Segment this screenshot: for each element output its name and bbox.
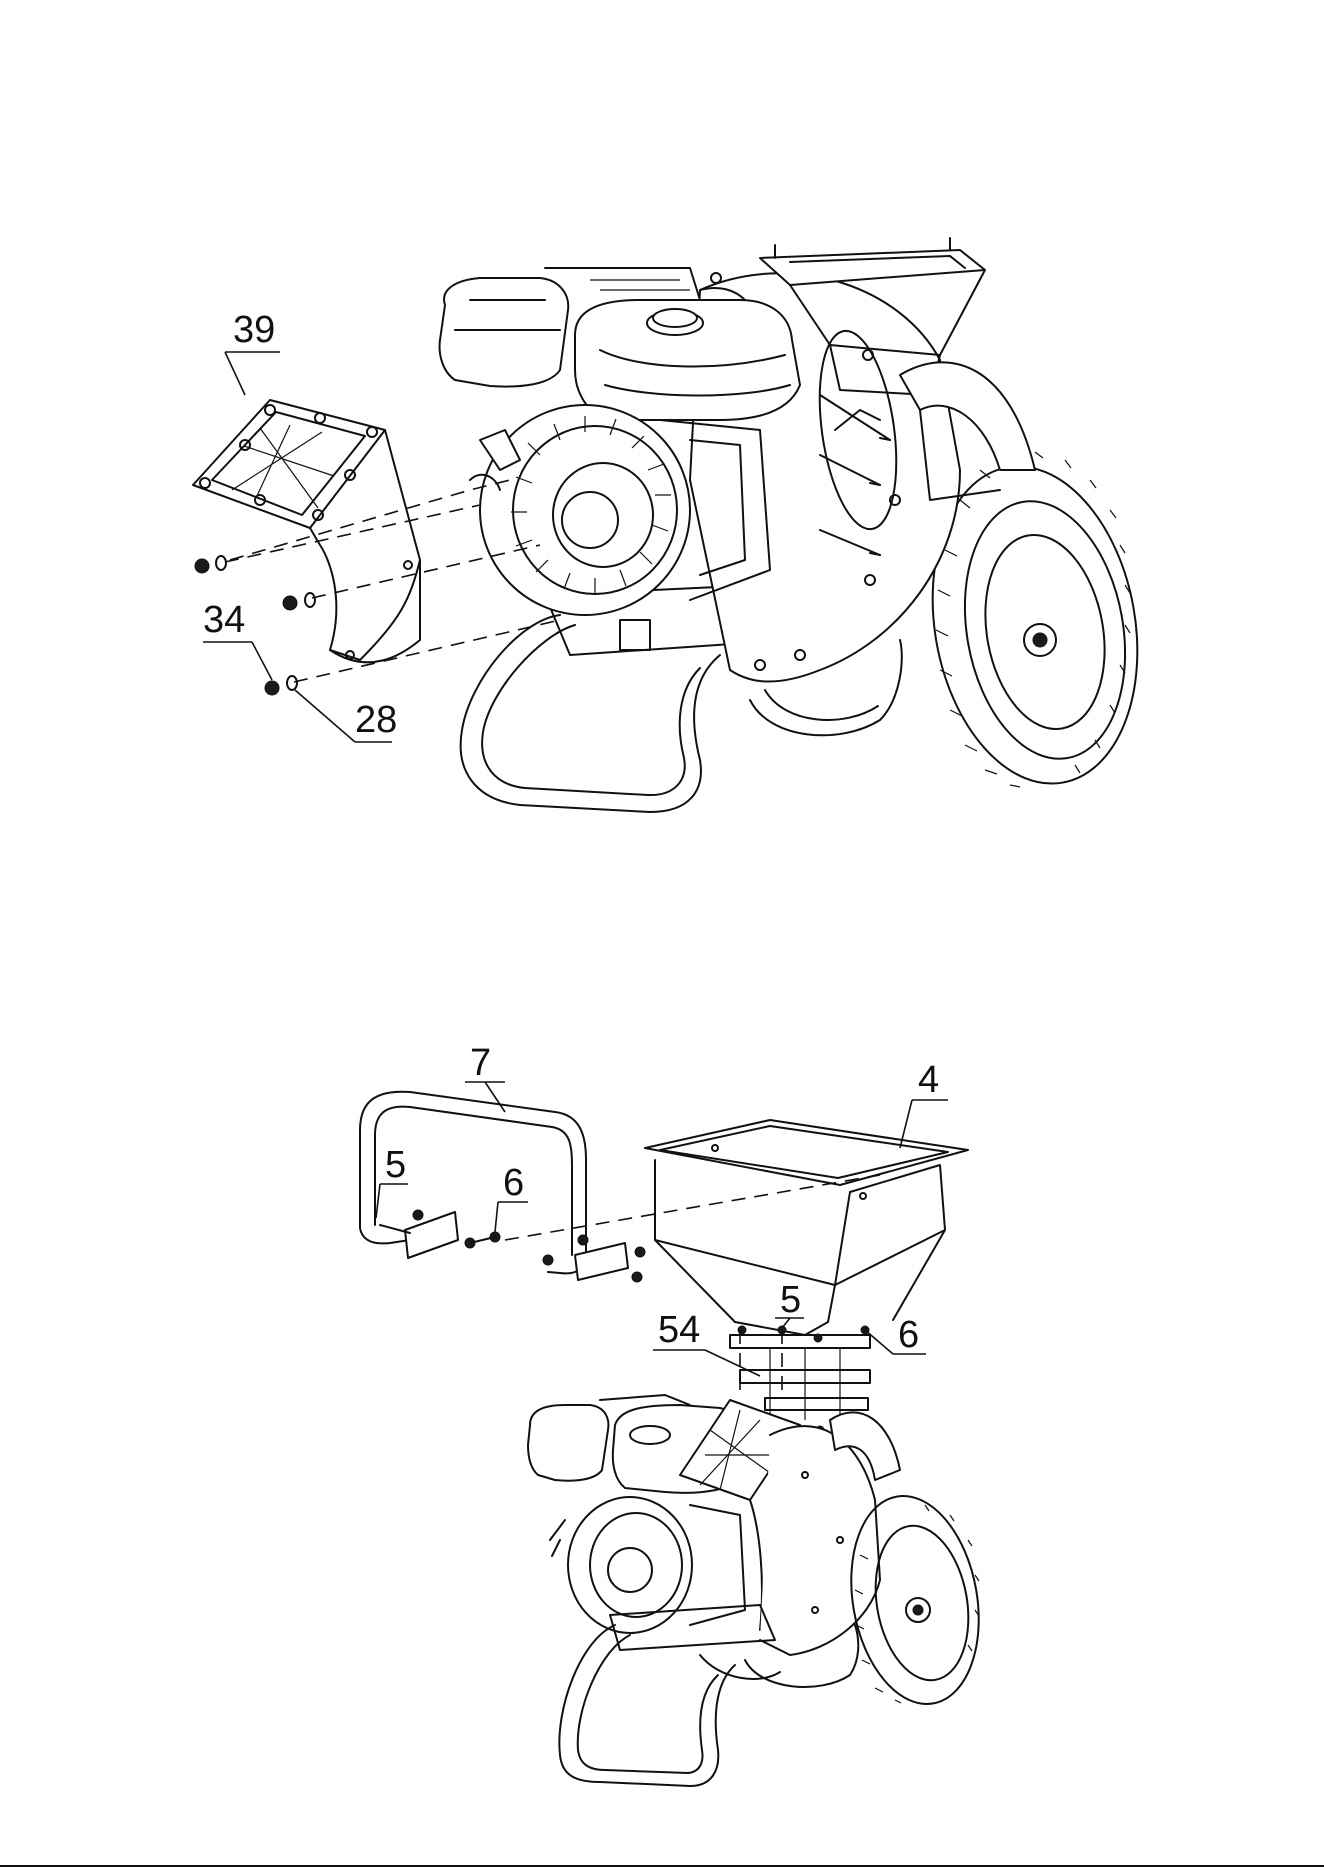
bottom-assembly-figure: 7 4 5 6 5 54 6: [360, 1042, 994, 1786]
callout-28-label: 28: [355, 699, 397, 741]
callout-6-left-label: 6: [503, 1162, 524, 1204]
callout-34: 34: [203, 599, 272, 680]
callout-28: 28: [295, 690, 397, 742]
callout-5-right-label: 5: [780, 1279, 801, 1321]
callout-39: 39: [225, 309, 280, 395]
callout-6-right: 6: [865, 1314, 926, 1356]
callout-5-left: 5: [376, 1144, 408, 1218]
handle-brackets: [380, 1210, 645, 1282]
callout-54-label: 54: [658, 1309, 700, 1351]
alignment-lines-bottom: [505, 1175, 880, 1395]
bottom-stand: [559, 1605, 775, 1786]
top-assembly-figure: 39 34 28: [193, 238, 1161, 812]
callout-5-right: 5: [775, 1279, 804, 1328]
callout-34-label: 34: [203, 599, 245, 641]
part-4-hopper: [645, 1120, 968, 1335]
callout-5-left-label: 5: [385, 1144, 406, 1186]
callout-7-label: 7: [470, 1042, 491, 1084]
engine-fuel-tank: [575, 300, 800, 420]
callout-4-label: 4: [918, 1059, 939, 1101]
callout-39-label: 39: [233, 309, 275, 351]
callout-4: 4: [900, 1059, 948, 1148]
callout-6-left: 6: [495, 1162, 528, 1232]
callout-6-right-label: 6: [898, 1314, 919, 1356]
